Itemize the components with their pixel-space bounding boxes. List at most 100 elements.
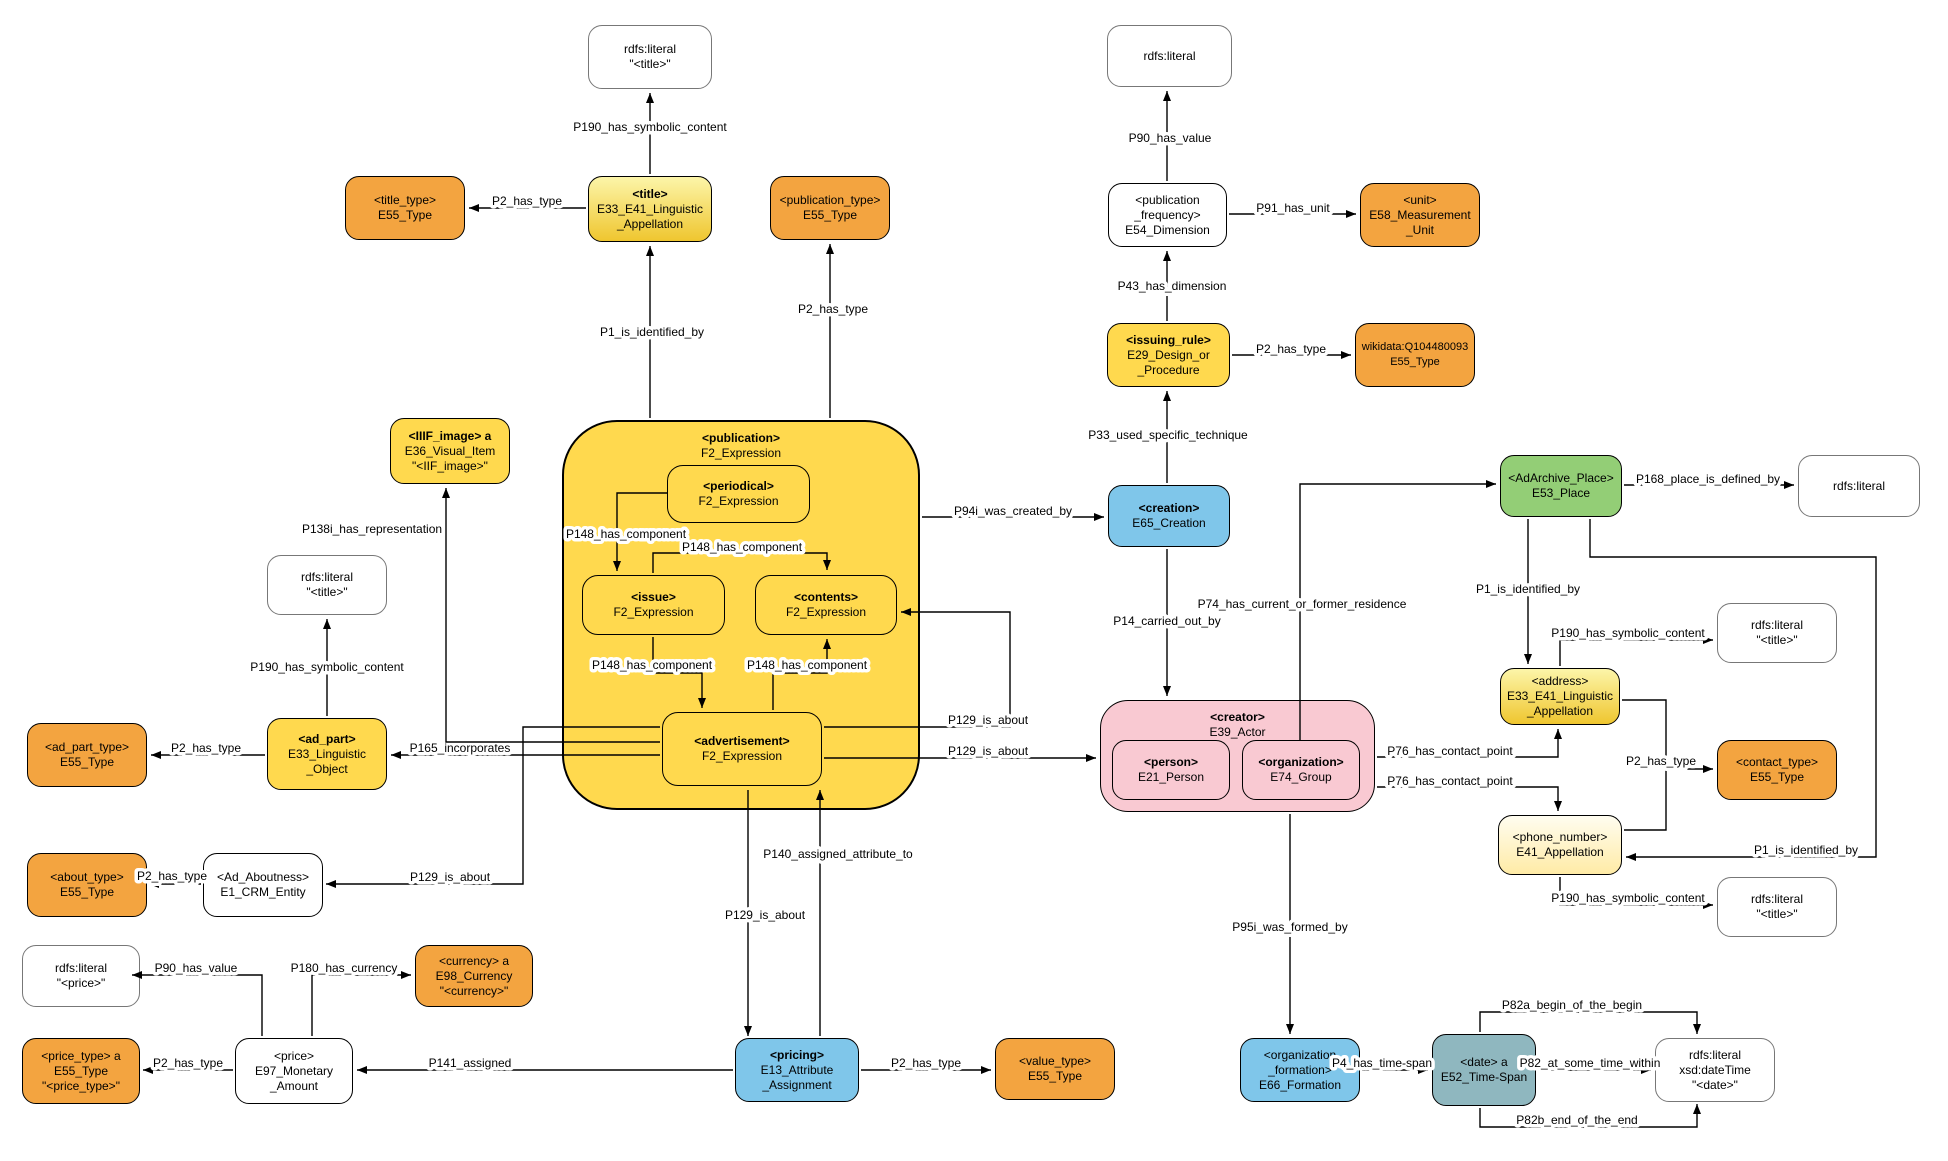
edge-label: P2_has_type: [891, 1056, 961, 1070]
edge-label: P190_has_symbolic_content: [1551, 626, 1705, 640]
edge-label: P14_carried_out_by: [1113, 614, 1220, 628]
node-about-type-label: E55_Type: [59, 885, 115, 899]
node-phone-number: <phone_number>E41_Appellation: [1498, 815, 1622, 875]
node-unit-label: _Unit: [1405, 222, 1434, 237]
node-value-type: <value_type>E55_Type: [995, 1038, 1115, 1100]
node-ad-aboutness-label: E1_CRM_Entity: [220, 885, 306, 899]
node-lit-title-top-label: "<title>": [629, 57, 671, 71]
node-currency-label: "<currency>": [439, 983, 509, 998]
node-lit-place-label: rdfs:literal: [1832, 478, 1885, 493]
node-lit-title-phone: rdfs:literal"<title>": [1717, 877, 1837, 937]
node-contents-label: <contents>: [793, 590, 859, 604]
edge-label: P129_is_about: [948, 713, 1029, 727]
edge-label: P94i_was_created_by: [954, 504, 1072, 518]
node-address-label: E33_E41_Linguistic: [1506, 689, 1614, 703]
node-price-label: _Amount: [269, 1078, 319, 1093]
edge-P1_is_identified_by: [1589, 519, 1877, 861]
edge-label: P165_incorporates: [410, 741, 511, 755]
node-title-label: <title>: [632, 186, 668, 201]
node-lit-title-address-label: rdfs:literal: [1750, 618, 1803, 632]
node-issue: <issue>F2_Expression: [582, 575, 725, 635]
node-lit-title-left-label: "<title>": [306, 585, 348, 599]
node-phone-number-label: E41_Appellation: [1516, 845, 1604, 859]
node-value-type-label: E55_Type: [1027, 1069, 1083, 1083]
node-title-label: E33_E41_Linguistic: [596, 201, 704, 216]
node-date-timespan-label: <date> a: [1460, 1055, 1508, 1069]
node-date-timespan-label: E52_Time-Span: [1440, 1070, 1528, 1084]
node-lit-frequency-value-label: rdfs:literal: [1143, 48, 1196, 63]
edge-label: P82a_begin_of_the_begin: [1502, 998, 1642, 1012]
node-issuing-rule-label: E29_Design_or: [1127, 347, 1210, 362]
edge-label: P43_has_dimension: [1118, 279, 1227, 293]
node-periodical-label: <periodical>: [703, 479, 774, 493]
node-lit-price-label: rdfs:literal: [54, 961, 107, 975]
node-issuing-rule: <issuing_rule>E29_Design_or_Procedure: [1107, 323, 1230, 387]
node-address: <address>E33_E41_Linguistic_Appellation: [1500, 668, 1620, 725]
edge-label: P76_has_contact_point: [1387, 774, 1513, 788]
node-iiif-image-label: "<IIF_image>": [412, 458, 488, 473]
edge-label: P140_assigned_attribute_to: [763, 847, 913, 861]
node-publication-frequency-label: E54_Dimension: [1125, 222, 1210, 237]
edge-label: P33_used_specific_technique: [1088, 428, 1248, 442]
edge-label: P90_has_value: [1129, 131, 1212, 145]
node-lit-title-left: rdfs:literal"<title>": [267, 555, 387, 615]
node-contents-label: F2_Expression: [785, 605, 867, 619]
node-ad-part-label: _Object: [306, 761, 348, 776]
node-person: <person>E21_Person: [1112, 740, 1230, 800]
node-address-label: <address>: [1531, 674, 1589, 688]
edge-label: P168_place_is_defined_by: [1636, 472, 1780, 486]
node-address-label: _Appellation: [1526, 704, 1594, 718]
edge-label: P91_has_unit: [1256, 201, 1330, 215]
node-about-type-label: <about_type>: [50, 870, 124, 884]
node-price-label: E97_Monetary: [254, 1063, 334, 1078]
node-iiif-image-label: <IIIF_image> a: [408, 428, 492, 443]
node-ad-part-type-label: E55_Type: [59, 755, 115, 769]
node-creator-label: <creator>: [1210, 710, 1265, 724]
node-title-type-label: <title_type>: [373, 193, 437, 207]
edge-label: P138i_has_representation: [302, 522, 442, 536]
node-pricing-label: E13_Attribute: [760, 1062, 834, 1077]
node-periodical-label: F2_Expression: [698, 494, 779, 508]
edge-label: P82b_end_of_the_end: [1516, 1113, 1637, 1127]
node-pricing-label: _Assignment: [762, 1077, 832, 1092]
node-phone-number-label: <phone_number>: [1512, 830, 1608, 844]
node-ad-part-type: <ad_part_type>E55_Type: [27, 723, 147, 787]
node-adarchive-place-label: <AdArchive_Place>: [1508, 471, 1614, 485]
node-about-type: <about_type>E55_Type: [27, 853, 147, 917]
node-lit-title-address: rdfs:literal"<title>": [1717, 603, 1837, 663]
node-ad-aboutness: <Ad_Aboutness>E1_CRM_Entity: [203, 853, 323, 917]
node-person-label: E21_Person: [1137, 770, 1205, 784]
node-creation-label: <creation>: [1138, 501, 1200, 515]
edge-label: P2_has_type: [492, 194, 562, 208]
node-organization-label: <organization>: [1258, 755, 1344, 769]
edge-label: P2_has_type: [1626, 754, 1696, 768]
node-title: <title>E33_E41_Linguistic_Appellation: [588, 176, 712, 242]
edge-label: P90_has_value: [155, 961, 238, 975]
node-currency-label: E98_Currency: [435, 968, 513, 983]
node-lit-date-label: rdfs:literal: [1688, 1047, 1741, 1062]
node-lit-date-label: "<date>": [1692, 1077, 1738, 1092]
edge-label: P180_has_currency: [291, 961, 398, 975]
edge-P190_has_symbolic_content: [1559, 636, 1713, 666]
node-person-label: <person>: [1143, 755, 1199, 769]
node-price-type-label: E55_Type: [53, 1063, 109, 1078]
node-organization: <organization>E74_Group: [1242, 740, 1360, 800]
node-creation: <creation>E65_Creation: [1108, 485, 1230, 547]
node-publication-container-label: F2_Expression: [700, 446, 782, 460]
node-lit-price-label: "<price>": [56, 976, 106, 990]
node-issuing-rule-label: _Procedure: [1137, 362, 1200, 377]
node-lit-title-phone-label: rdfs:literal: [1750, 892, 1803, 906]
node-publication-frequency-label: _frequency>: [1134, 207, 1201, 222]
node-publication-type-label: <publication_type>: [779, 193, 881, 207]
node-publication-type: <publication_type>E55_Type: [770, 176, 890, 240]
node-currency-label: <currency> a: [438, 953, 510, 968]
edge-P190_has_symbolic_content: [1559, 877, 1713, 909]
node-lit-place: rdfs:literal: [1798, 455, 1920, 517]
edge-P90_has_value: [132, 971, 263, 1036]
